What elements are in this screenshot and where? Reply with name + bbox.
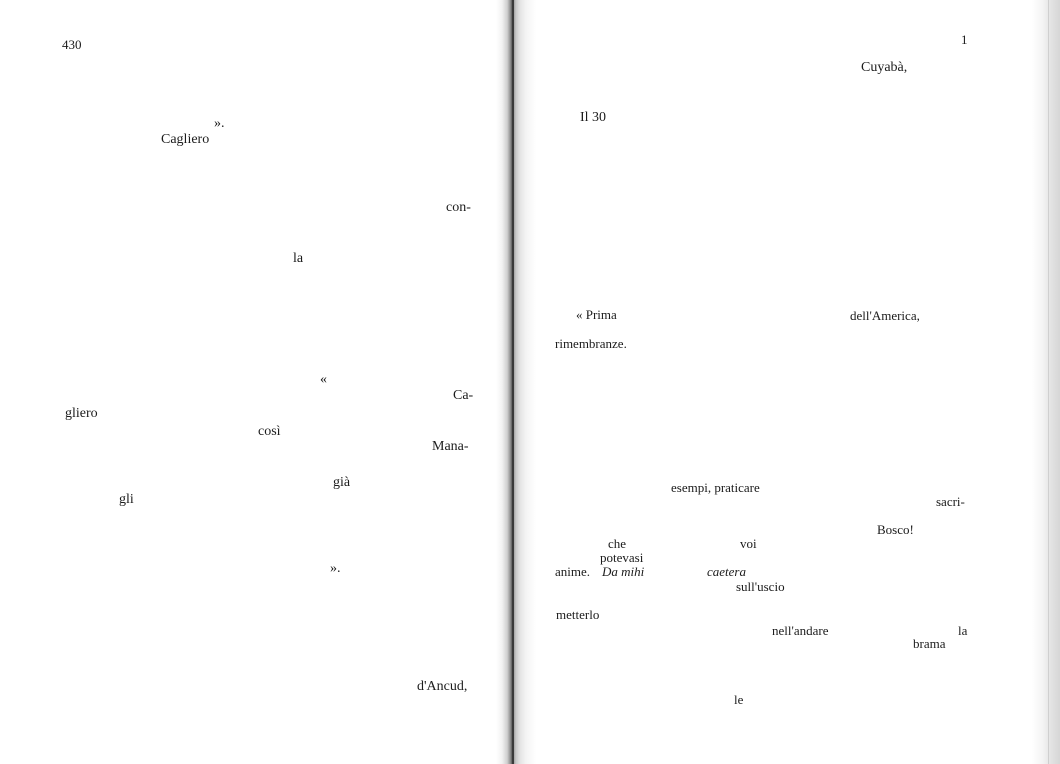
word: nell'andare	[772, 623, 829, 638]
word: le	[734, 692, 744, 707]
word: gli	[119, 492, 134, 507]
word: dell'America,	[850, 308, 920, 323]
word: sull'uscio	[736, 579, 785, 594]
word: gliero	[65, 406, 98, 421]
page-edge-line	[1048, 0, 1049, 764]
word: potevasi	[600, 550, 644, 565]
word: così	[258, 424, 281, 439]
word: Mana-	[432, 439, 469, 454]
word: ».	[330, 561, 341, 576]
word: la	[958, 623, 968, 638]
word: caetera	[707, 564, 746, 579]
word: metterlo	[556, 607, 600, 622]
word: con-	[446, 200, 471, 215]
word: voi	[740, 536, 757, 551]
word: sacri-	[936, 494, 965, 509]
word: già	[333, 475, 351, 490]
word: Bosco!	[877, 522, 914, 537]
page-number: 430	[62, 37, 82, 52]
word: « Prima	[576, 307, 617, 322]
word: ».	[214, 116, 225, 131]
word: anime.	[555, 564, 591, 579]
word: «	[320, 372, 327, 387]
word: d'Ancud,	[417, 679, 468, 694]
word: brama	[913, 636, 946, 651]
page-edge-shadow	[1032, 0, 1060, 764]
book-gutter	[496, 0, 536, 764]
left-page: 430 ». Cagliero con- la « Ca- gliero cos…	[0, 0, 506, 764]
word: Cuyabà,	[861, 60, 908, 75]
page-number: 1	[961, 32, 968, 47]
word: Il 30	[580, 110, 607, 125]
right-page: 1 Cuyabà, Il 30 « Prima dell'America, ri…	[525, 0, 1060, 764]
word: rimembranze.	[555, 336, 627, 351]
word: esempi, praticare	[671, 480, 760, 495]
word: la	[293, 251, 304, 266]
word: Cagliero	[161, 132, 210, 147]
word: che	[608, 536, 627, 551]
spine-line	[512, 0, 514, 764]
word: Da mihi	[602, 564, 645, 579]
word: Ca-	[453, 388, 474, 403]
